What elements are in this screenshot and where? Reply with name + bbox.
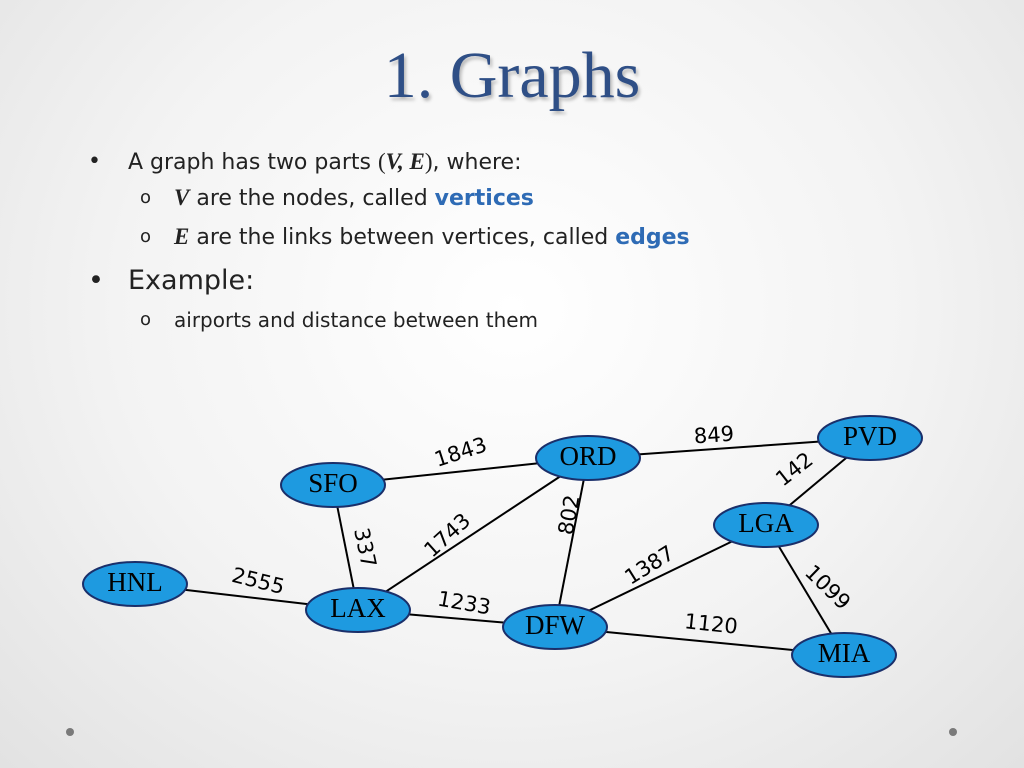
airports-text: airports and distance between them [174,308,539,332]
node-dfw: DFW [502,604,608,650]
edges-term: edges [615,225,690,250]
edge-weight-label: 2555 [229,563,287,599]
edges-text: are the links between vertices, called [189,225,616,250]
edge-weight-label: 337 [349,526,381,570]
vertices-text: are the nodes, called [189,186,435,211]
node-mia: MIA [791,632,897,678]
node-ellipse [82,561,188,607]
sub-bullet-mark: o [140,309,152,330]
edge-weight-label: 1743 [419,508,475,562]
edge-weight-label: 802 [554,493,585,537]
bullet-example: • Example: [88,261,968,301]
node-label: HNL [107,567,163,597]
e-symbol: E [174,224,190,249]
corner-dot-right [949,728,957,736]
edge-weight-label: 142 [771,447,817,491]
node-label: DFW [525,610,586,640]
node-label: SFO [308,468,358,498]
bullet-dot: • [88,149,101,174]
bullet-dot: • [88,265,104,296]
open-paren: ( [377,149,386,174]
node-lax: LAX [305,587,411,633]
edge-weight-label: 1233 [436,587,493,620]
node-label: LAX [330,593,386,623]
sub-bullet-mark: o [140,187,152,208]
node-ellipse [280,462,386,508]
node-label: PVD [843,421,897,451]
corner-dot-left [66,728,74,736]
ve-symbols: V, E [385,149,425,174]
node-ellipse [535,435,641,481]
node-label: ORD [559,441,616,471]
sub-bullet-vertices: o V are the nodes, called vertices [88,179,968,218]
edge-weight-label: 1843 [432,432,490,471]
node-ellipse [502,604,608,650]
sub-bullet-edges: o E are the links between vertices, call… [88,218,968,257]
node-ord: ORD [535,435,641,481]
example-label: Example [128,265,246,296]
node-label: LGA [738,508,794,538]
slide-title: 1. Graphs [383,39,641,112]
sub-bullet-airports: o airports and distance between them [88,301,968,339]
node-label: MIA [818,638,871,668]
node-ellipse [305,587,411,633]
vertices-term: vertices [434,186,534,211]
edge-lax-ord [357,457,589,611]
node-pvd: PVD [817,415,923,461]
node-ellipse [791,632,897,678]
bullet-list: • A graph has two parts (V, E), where: o… [88,146,968,339]
node-sfo: SFO [280,462,386,508]
node-hnl: HNL [82,561,188,607]
close-paren: ) [424,149,433,174]
edge-weight-label: 1099 [800,560,855,614]
bullet-graph-definition: • A graph has two parts (V, E), where: [88,146,968,179]
graph-definition-suffix: , where: [432,150,522,175]
v-symbol: V [174,185,190,210]
graph-definition-text: A graph has two parts [128,150,378,175]
node-ellipse [817,415,923,461]
edge-weight-label: 1120 [683,609,739,638]
node-ellipse [713,502,819,548]
edge-weight-label: 849 [693,422,735,449]
node-lga: LGA [713,502,819,548]
sub-bullet-mark: o [140,226,152,247]
edge-ord-dfw [554,457,589,628]
example-colon: : [245,265,255,296]
